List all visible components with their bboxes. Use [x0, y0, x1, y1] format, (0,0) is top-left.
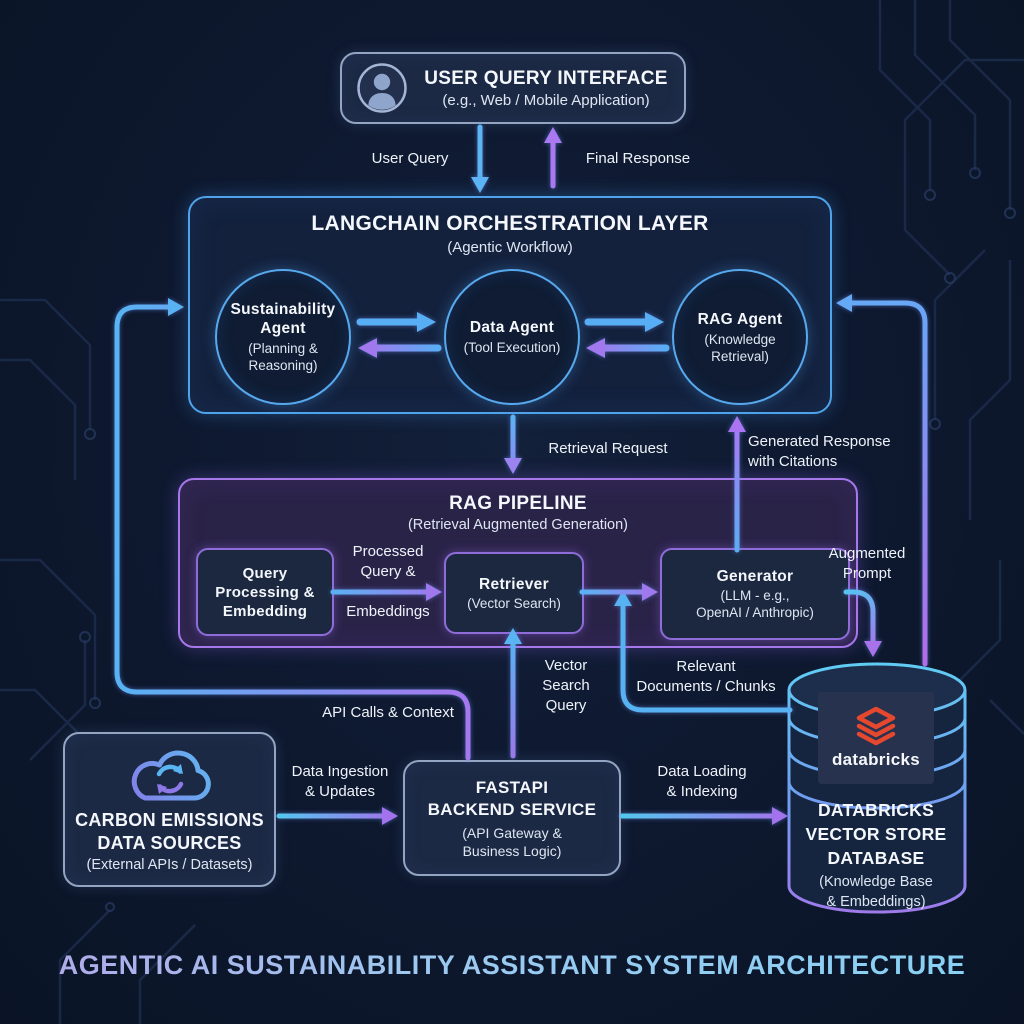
retriever-detail: (Vector Search)	[467, 595, 561, 611]
sustainability-agent-name: Sustainability Agent	[230, 301, 336, 337]
edge-label-generated-response: Generated Response with Citations	[748, 433, 891, 470]
rag-agent-detail: (Knowledge Retrieval)	[704, 331, 776, 364]
databricks-logo-panel: databricks	[818, 692, 934, 784]
user-icon	[357, 63, 407, 113]
orchestration-subtitle: (Agentic Workflow)	[447, 239, 573, 256]
carbon-sources-subtitle: (External APIs / Datasets)	[86, 857, 253, 873]
edge-label-data-loading: Data Loading & Indexing	[657, 763, 747, 800]
carbon-sources-title: CARBON EMISSIONS DATA SOURCES	[75, 810, 264, 853]
edge-label-relevant-documents: Relevant Documents / Chunks	[636, 658, 776, 695]
backend-subtitle: (API Gateway & Business Logic)	[462, 824, 562, 859]
user-query-interface-node: USER QUERY INTERFACE (e.g., Web / Mobile…	[340, 52, 686, 124]
edge-label-api-calls: API Calls & Context	[322, 704, 454, 721]
edge-label-processed-query: Processed Query & Embeddings	[346, 543, 430, 620]
carbon-data-sources-node: CARBON EMISSIONS DATA SOURCES (External …	[63, 732, 276, 887]
generator-name: Generator	[716, 568, 794, 585]
query-processing-node: Query Processing & Embedding	[196, 548, 334, 636]
data-agent-detail: (Tool Execution)	[463, 340, 561, 355]
query-processing-name: Query Processing & Embedding	[215, 564, 315, 620]
rag-agent-name: RAG Agent	[697, 310, 783, 328]
databricks-wordmark: databricks	[831, 750, 921, 769]
fastapi-backend-node: FASTAPI BACKEND SERVICE (API Gateway & B…	[403, 760, 621, 876]
edge-label-vector-search: Vector Search Query	[542, 657, 590, 714]
diagram-title: AGENTIC AI SUSTAINABILITY ASSISTANT SYST…	[0, 950, 1024, 981]
edge-label-user-query: User Query	[371, 150, 449, 167]
edge-label-final-response: Final Response	[585, 150, 691, 167]
vector-store-subtitle: (Knowledge Base & Embeddings)	[819, 874, 933, 910]
cloud-sync-icon	[131, 750, 211, 801]
edge-label-augmented-prompt: Augmented Prompt	[828, 545, 906, 582]
backend-title: FASTAPI BACKEND SERVICE	[427, 777, 597, 819]
user-interface-title: USER QUERY INTERFACE	[424, 67, 668, 89]
user-interface-subtitle: (e.g., Web / Mobile Application)	[442, 91, 650, 109]
generator-detail: (LLM - e.g., OpenAI / Anthropic)	[696, 588, 814, 620]
orchestration-title: LANGCHAIN ORCHESTRATION LAYER	[311, 212, 709, 235]
sustainability-agent-detail: (Planning & Reasoning)	[248, 341, 318, 373]
sustainability-agent-node: Sustainability Agent (Planning & Reasoni…	[215, 269, 351, 405]
edge-label-data-ingestion: Data Ingestion & Updates	[291, 763, 389, 800]
databricks-logo-icon	[856, 706, 896, 746]
vector-store-title: DATABRICKS VECTOR STORE DATABASE	[805, 800, 947, 868]
data-agent-node: Data Agent (Tool Execution)	[444, 269, 580, 405]
retriever-node: Retriever (Vector Search)	[444, 552, 584, 634]
edge-label-retrieval-request: Retrieval Request	[548, 440, 668, 457]
rag-pipeline-title: RAG PIPELINE	[449, 493, 587, 514]
data-agent-name: Data Agent	[469, 319, 555, 336]
rag-pipeline-subtitle: (Retrieval Augmented Generation)	[407, 517, 629, 533]
rag-agent-node: RAG Agent (Knowledge Retrieval)	[672, 269, 808, 405]
retriever-name: Retriever	[479, 575, 549, 593]
